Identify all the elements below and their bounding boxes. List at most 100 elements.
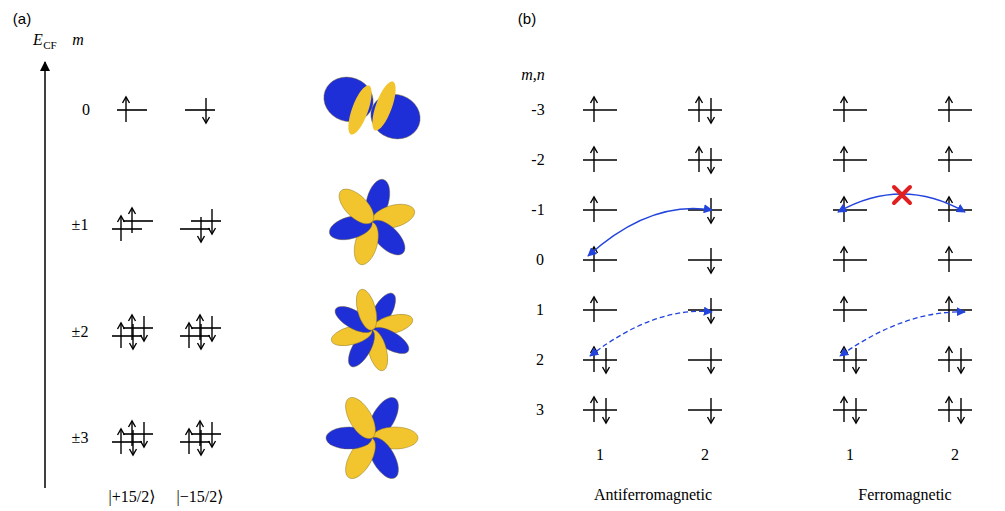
- stroke: [938, 309, 972, 311]
- stroke: [843, 297, 844, 322]
- stroke: [593, 147, 594, 172]
- stroke: [583, 259, 617, 261]
- spin-head: [841, 197, 848, 203]
- stroke: [843, 97, 844, 122]
- stroke: [583, 409, 617, 411]
- stroke: [688, 109, 722, 111]
- blocked-cross: [894, 187, 910, 203]
- stroke: [605, 398, 606, 423]
- level-label: -1: [531, 202, 544, 218]
- stroke: [199, 421, 200, 446]
- spin-head: [841, 347, 848, 353]
- stroke: [843, 147, 844, 172]
- stroke: [938, 259, 972, 261]
- site-label: 2: [951, 447, 959, 463]
- spin-head: [197, 315, 204, 321]
- stroke: [938, 409, 972, 411]
- spin-head: [841, 297, 848, 303]
- stroke: [698, 147, 699, 172]
- spin-head: [198, 343, 205, 349]
- level-label: ±2: [72, 324, 89, 340]
- spin-head: [129, 421, 136, 427]
- stroke: [698, 97, 699, 122]
- stroke: [593, 297, 594, 322]
- stroke: [123, 327, 153, 329]
- stroke: [960, 398, 961, 423]
- stroke: [117, 109, 147, 111]
- axis-subscript: CF: [43, 40, 56, 51]
- state-label: |+15/2⟩: [109, 489, 156, 505]
- spin-head: [946, 297, 953, 303]
- spin-head: [841, 97, 848, 103]
- stroke: [583, 359, 617, 361]
- stroke: [211, 422, 212, 447]
- stroke: [855, 398, 856, 423]
- phase-label: Ferromagnetic: [858, 487, 951, 503]
- spin-head: [841, 147, 848, 153]
- stroke: [583, 159, 617, 161]
- hopping-arrow: [840, 312, 965, 356]
- stroke: [211, 316, 212, 341]
- stroke: [123, 433, 153, 435]
- stroke: [710, 148, 711, 173]
- stroke: [843, 347, 844, 372]
- stroke: [205, 98, 206, 123]
- stroke: [125, 97, 126, 122]
- stroke: [180, 335, 210, 337]
- stroke: [131, 208, 132, 233]
- spin-head: [958, 417, 965, 423]
- stroke: [833, 409, 867, 411]
- orbital-lobe: [333, 183, 380, 230]
- stroke: [583, 309, 617, 311]
- stroke: [938, 209, 972, 211]
- stroke: [948, 97, 949, 122]
- stroke: [948, 197, 949, 222]
- stroke: [710, 98, 711, 123]
- spin-head: [841, 397, 848, 403]
- stroke: [112, 335, 142, 337]
- spin-head: [123, 97, 130, 103]
- spin-head: [946, 97, 953, 103]
- stroke: [843, 397, 844, 422]
- spin-head: [130, 343, 137, 349]
- spin-head: [209, 335, 216, 341]
- stroke: [948, 297, 949, 322]
- spin-head: [591, 297, 598, 303]
- spin-head: [708, 317, 715, 323]
- stroke: [833, 209, 867, 211]
- spin-head: [141, 335, 148, 341]
- stroke: [131, 315, 132, 340]
- stroke: [123, 220, 153, 222]
- level-label: 0: [82, 102, 90, 118]
- spin-head: [708, 417, 715, 423]
- stroke: [120, 323, 121, 348]
- spin-head: [209, 441, 216, 447]
- stroke: [605, 348, 606, 373]
- spin-head: [603, 367, 610, 373]
- spin-head: [186, 323, 193, 329]
- stroke: [938, 159, 972, 161]
- spin-head: [853, 367, 860, 373]
- site-label: 1: [596, 447, 604, 463]
- stroke: [593, 347, 594, 372]
- level-label: ±3: [72, 430, 89, 446]
- spin-head: [946, 197, 953, 203]
- spin-head: [841, 247, 848, 253]
- stroke: [688, 259, 722, 261]
- stroke: [948, 347, 949, 372]
- stroke: [211, 209, 212, 234]
- stroke: [120, 216, 121, 241]
- stroke: [710, 248, 711, 273]
- spin-head: [198, 236, 205, 242]
- stroke: [688, 309, 722, 311]
- stroke: [593, 197, 594, 222]
- stroke: [200, 217, 201, 242]
- energy-axis: [44, 62, 46, 488]
- stroke: [960, 348, 961, 373]
- state-label: |−15/2⟩: [177, 489, 224, 505]
- stroke: [833, 159, 867, 161]
- spin-head: [118, 323, 125, 329]
- hopping-arrow: [588, 208, 712, 256]
